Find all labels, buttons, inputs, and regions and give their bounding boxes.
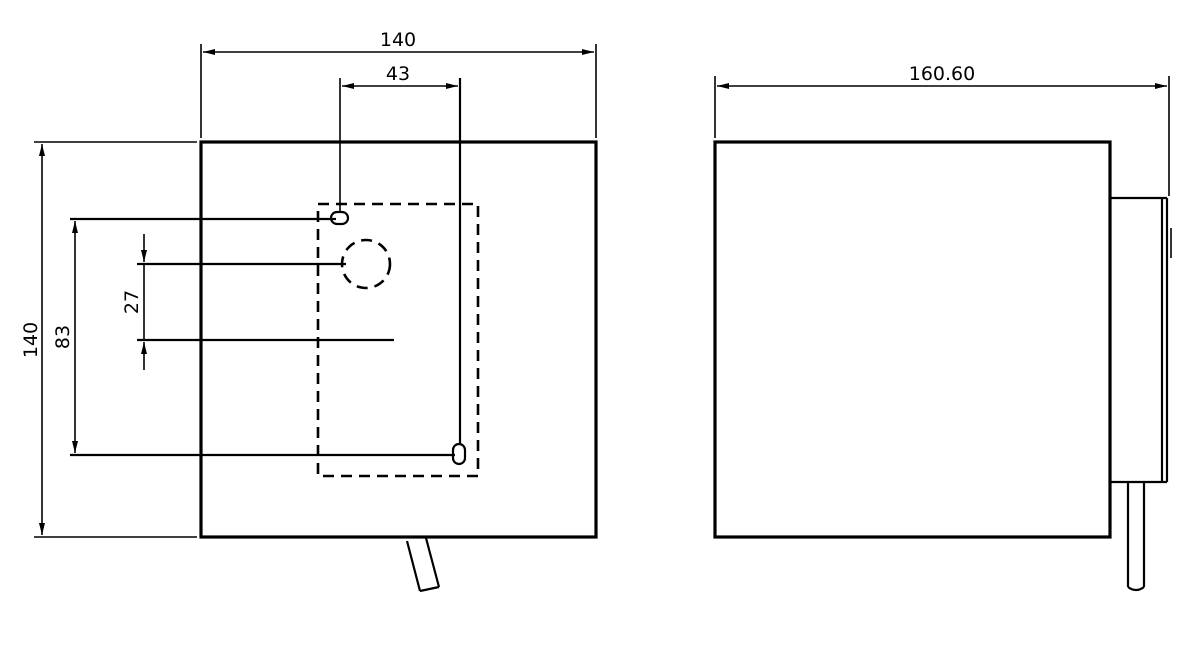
width-dim-label: 140	[380, 29, 416, 51]
side-cable	[1126, 482, 1146, 592]
front-cable	[405, 537, 441, 593]
vertical-slot-dimension: 83	[52, 217, 455, 457]
small-vertical-label: 27	[121, 290, 143, 314]
hidden-hole	[340, 238, 392, 290]
vertical-slot-label: 83	[52, 325, 74, 349]
slot-spacing-label: 43	[386, 63, 410, 85]
side-body-outline	[713, 140, 1112, 539]
width-dimension: 140	[200, 29, 597, 138]
height-dim-label: 140	[20, 322, 42, 358]
slot-spacing-dimension: 43	[339, 63, 462, 444]
depth-dimension: 160.60	[714, 63, 1170, 196]
height-dimension: 140	[20, 141, 197, 538]
side-mounting-bracket	[1110, 196, 1172, 484]
depth-dim-label: 160.60	[909, 63, 975, 85]
side-view: 160.60	[713, 63, 1172, 592]
small-vertical-dimension: 27	[121, 234, 394, 370]
front-view: 140 43 140 83	[20, 29, 598, 593]
